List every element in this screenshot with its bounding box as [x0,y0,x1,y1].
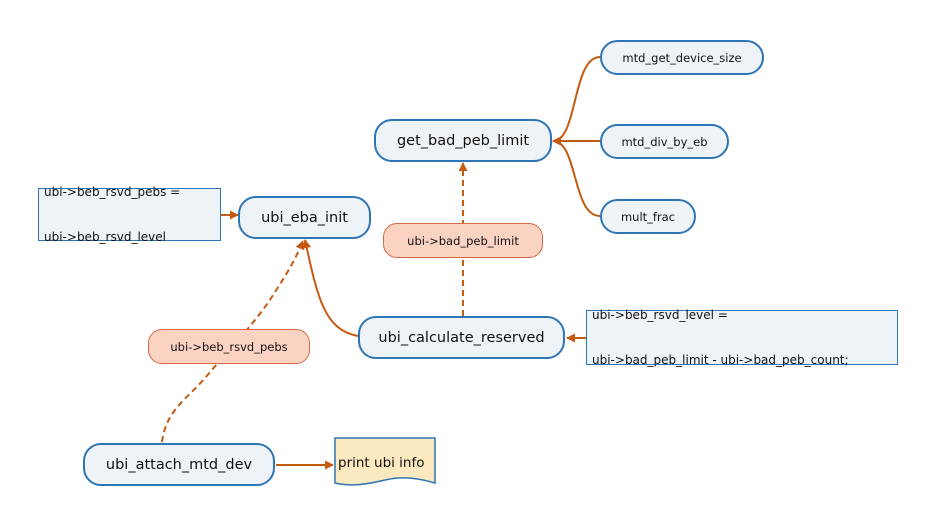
print-ubi-info-document-shape [334,437,436,486]
node-ubi-calculate-reserved: ubi_calculate_reserved [358,316,565,359]
code-line: ubi->bad_peb_limit - ubi->bad_peb_count; [592,352,849,367]
print-ubi-info-label: print ubi info [338,455,425,471]
code-line: ubi->beb_rsvd_pebs = [44,184,181,199]
note-bad-peb-limit: ubi->bad_peb_limit [383,223,543,258]
code-box-reserved-assign: ubi->beb_rsvd_level = ubi->bad_peb_limit… [586,307,898,367]
note-beb-rsvd-pebs: ubi->beb_rsvd_pebs [148,329,310,364]
edge-mtd-get-device-size-to-get-bad-peb-limit [552,56,601,146]
node-mtd-get-device-size: mtd_get_device_size [600,40,764,75]
code-line: ubi->beb_rsvd_level = [592,307,728,322]
edge-attach-mtd-dev-to-eba-init [161,240,305,443]
node-ubi-attach-mtd-dev: ubi_attach_mtd_dev [83,443,275,486]
node-ubi-eba-init: ubi_eba_init [238,196,371,239]
node-mult-frac: mult_frac [600,199,696,234]
code-box-eba-assign: ubi->beb_rsvd_pebs = ubi->beb_rsvd_level [38,184,221,244]
node-mtd-div-by-eb: mtd_div_by_eb [600,124,729,159]
edge-mult-frac-to-get-bad-peb-limit [552,136,601,217]
edge-calculate-reserved-to-eba-init [302,239,359,337]
node-get-bad-peb-limit: get_bad_peb_limit [374,119,552,162]
code-line: ubi->beb_rsvd_level [44,229,166,244]
